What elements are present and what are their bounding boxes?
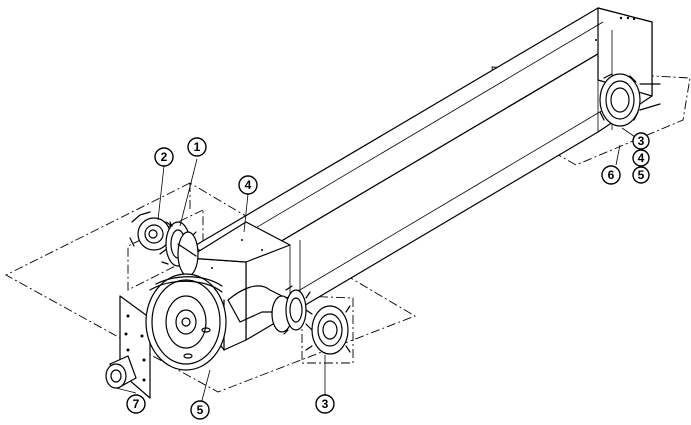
callout-6: 6 (601, 165, 621, 185)
lower-right-wheel (305, 305, 351, 355)
motor-cylinder (105, 355, 137, 389)
callout-5-lower: 5 (190, 400, 210, 420)
right-wheel-assembly (599, 73, 661, 127)
callout-5-right: 5 (632, 166, 650, 184)
callout-3-right: 3 (632, 132, 650, 150)
callout-label: 3 (638, 134, 645, 148)
callout-3-lower: 3 (315, 394, 335, 414)
callout-2: 2 (154, 147, 174, 167)
callout-1: 1 (187, 137, 207, 157)
callout-label: 5 (638, 168, 645, 182)
callout-4-right: 4 (632, 149, 650, 167)
callout-label: 7 (133, 397, 140, 411)
middle-coupling (271, 285, 313, 335)
main-beam (190, 7, 653, 341)
callout-label: 5 (197, 403, 204, 417)
callout-label: 1 (194, 140, 201, 154)
upper-left-wheel (129, 211, 199, 277)
callout-label: 4 (245, 178, 252, 192)
callout-label: 6 (608, 168, 615, 182)
callout-label: 2 (161, 150, 168, 164)
callout-7: 7 (126, 394, 146, 414)
callout-4-left: 4 (238, 175, 258, 195)
callout-label: 4 (638, 151, 645, 165)
callout-label: 3 (322, 397, 329, 411)
drive-wheel (119, 273, 227, 399)
